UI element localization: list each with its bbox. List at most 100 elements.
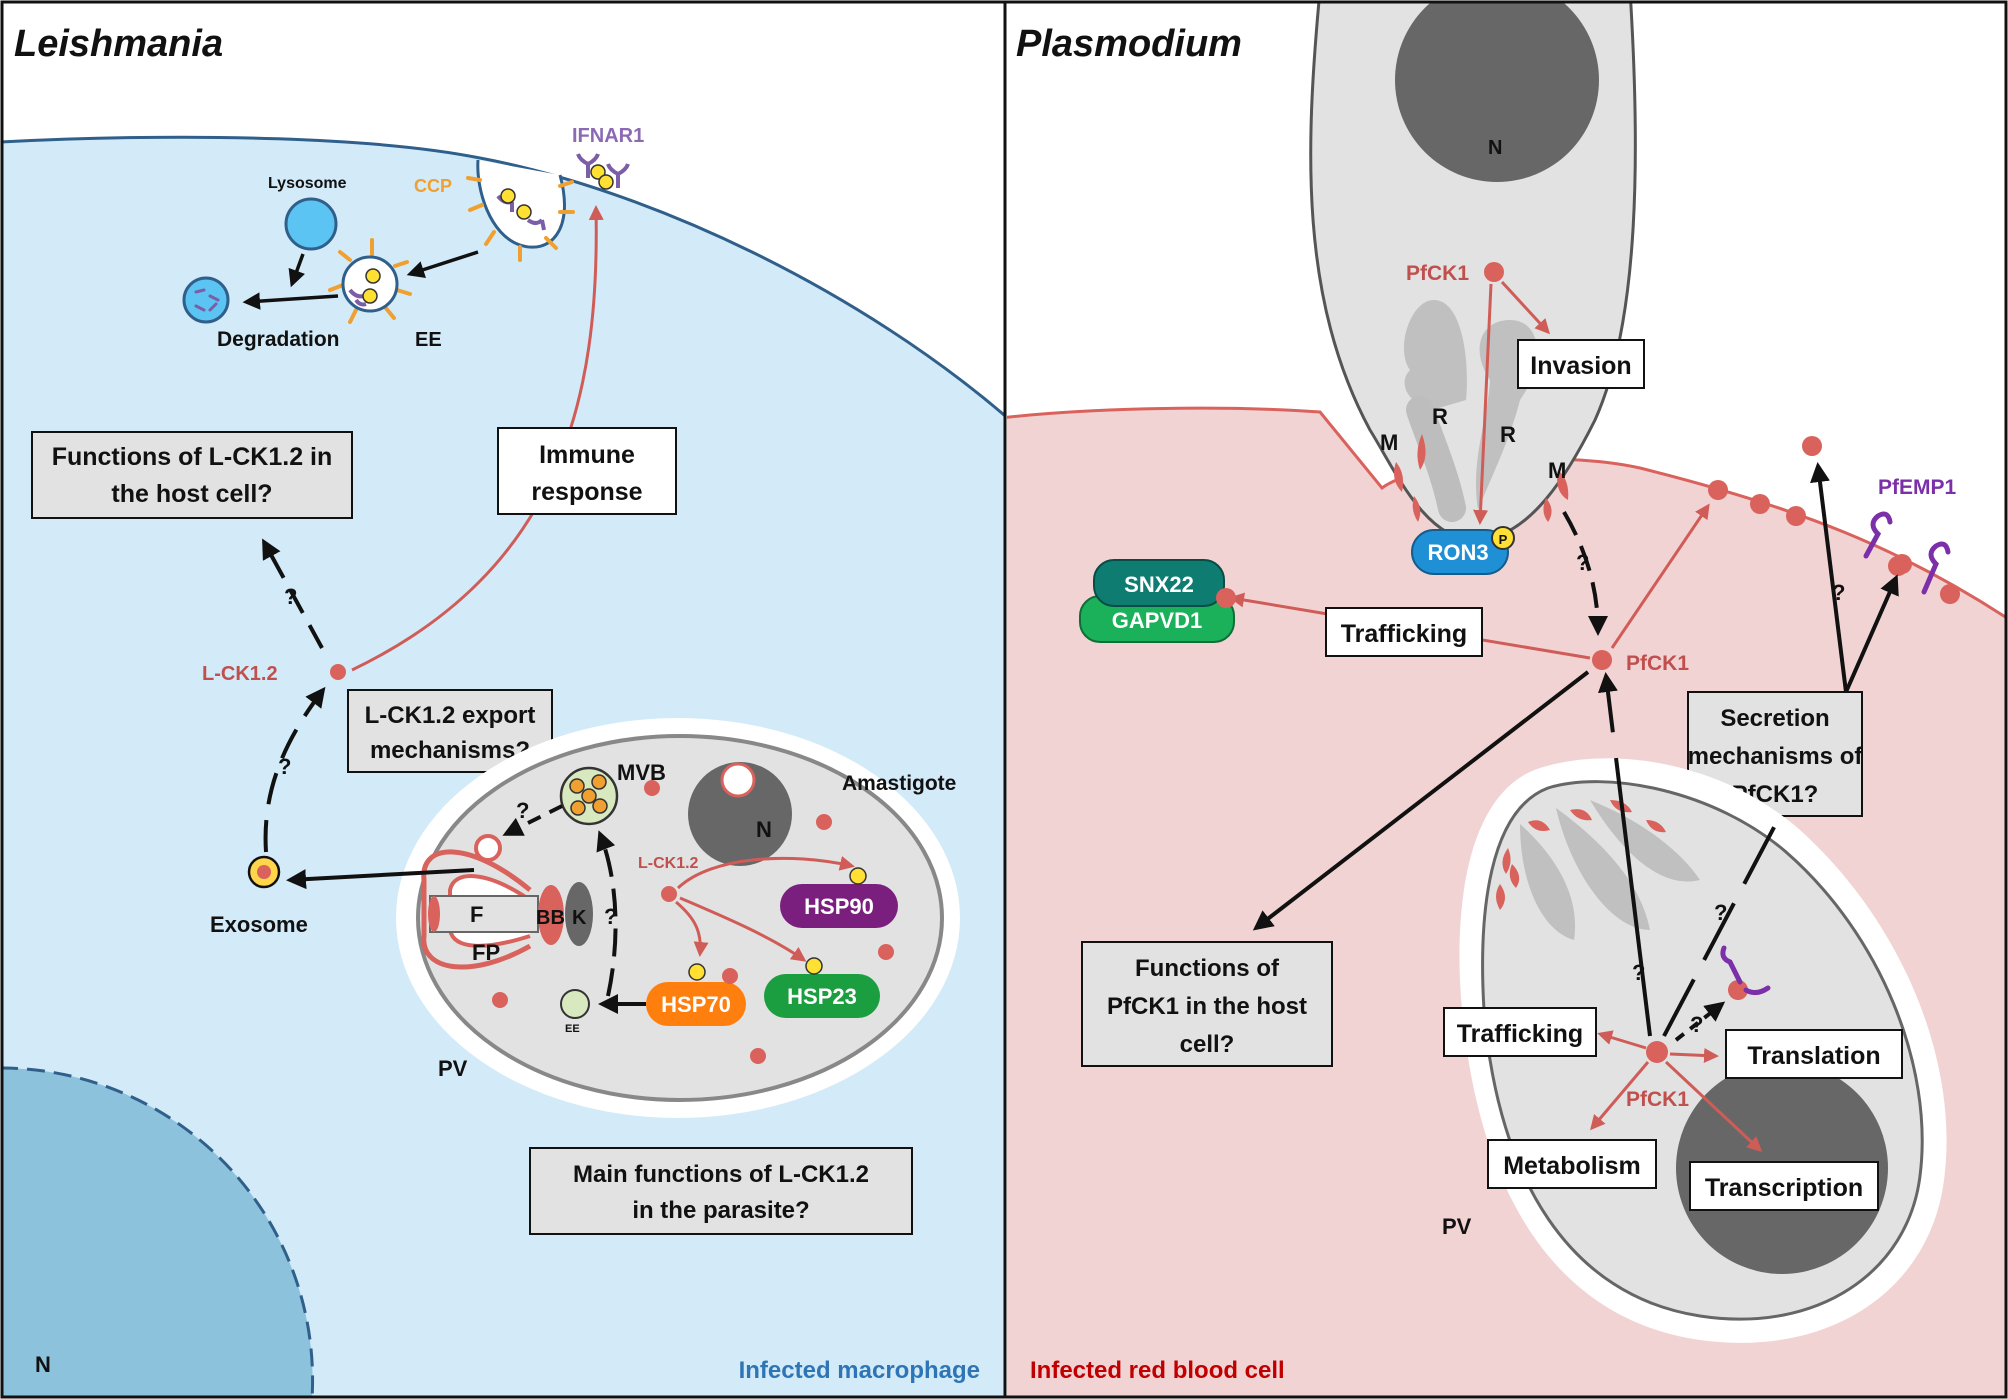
svg-text:response: response bbox=[531, 478, 642, 506]
pfemp1-dot bbox=[1888, 556, 1908, 576]
trophozoite-micronemes bbox=[1496, 800, 1666, 910]
question-mark-5: ? bbox=[1576, 550, 1589, 575]
rbc-caption: Infected red blood cell bbox=[1030, 1357, 1285, 1384]
arrow-exosome-to-lck bbox=[263, 686, 326, 853]
box-translation: Translation bbox=[1725, 1029, 1903, 1079]
pfck1-dot-merozoite bbox=[1484, 262, 1504, 282]
early-endosome bbox=[328, 238, 412, 324]
svg-text:L-CK1.2 export: L-CK1.2 export bbox=[365, 702, 536, 729]
ccp-pit bbox=[466, 159, 575, 262]
arrow-lysosome-to-degradation bbox=[288, 253, 306, 288]
arrow-parasite-to-secretion bbox=[1662, 815, 1782, 1037]
rhoptry-1 bbox=[1403, 300, 1467, 410]
svg-text:Translation: Translation bbox=[1747, 1042, 1880, 1070]
arrow-pfck1-to-functions bbox=[1252, 670, 1590, 931]
svg-text:Main functions of L-CK1.2: Main functions of L-CK1.2 bbox=[573, 1161, 869, 1188]
question-mark-1: ? bbox=[284, 584, 297, 609]
svg-text:RON3: RON3 bbox=[1427, 540, 1488, 565]
arrow-ee-to-degradation bbox=[242, 292, 339, 310]
box-metabolism: Metabolism bbox=[1487, 1139, 1657, 1189]
basal-body-label: BB bbox=[536, 907, 565, 929]
svg-text:Trafficking: Trafficking bbox=[1457, 1020, 1583, 1048]
arrow-ee-to-mvb bbox=[596, 830, 618, 997]
svg-text:mechanisms of: mechanisms of bbox=[1688, 743, 1864, 770]
svg-text:Metabolism: Metabolism bbox=[1503, 1152, 1641, 1180]
arrow-pfck1-to-metabolism bbox=[1590, 1061, 1650, 1131]
exosome-label: Exosome bbox=[210, 912, 308, 937]
ifnar1-receptors bbox=[576, 153, 630, 188]
arrow-secretion-to-pfemp1 bbox=[1844, 574, 1899, 693]
lck-dot-host bbox=[330, 664, 346, 680]
flagellum-label: F bbox=[470, 902, 483, 927]
merozoite-nucleus bbox=[1395, 3, 1599, 182]
flagellar-pocket bbox=[421, 834, 539, 970]
arrow-secretion-to-dot bbox=[1810, 462, 1848, 693]
pfck1-label-merozoite: PfCK1 bbox=[1406, 262, 1469, 285]
svg-text:mechanisms?: mechanisms? bbox=[370, 737, 530, 764]
amastigote-nucleus bbox=[688, 762, 792, 866]
svg-text:cell?: cell? bbox=[1180, 1031, 1235, 1058]
basal-body bbox=[538, 885, 564, 945]
arrow-lck-to-hsp23 bbox=[679, 896, 807, 962]
pfemp1-proteins bbox=[1863, 511, 1951, 595]
question-mark-7: ? bbox=[1632, 960, 1645, 985]
amastigote-nucleus-label: N bbox=[756, 817, 772, 842]
hsp23-protein: HSP23 bbox=[764, 957, 880, 1018]
macrophage-caption: Infected macrophage bbox=[739, 1357, 980, 1384]
snx22-gapvd1-complex: GAPVD1 SNX22 bbox=[1079, 559, 1236, 643]
question-mark-9: ? bbox=[1690, 1012, 1703, 1037]
arrow-pfck1-to-translation bbox=[1669, 1047, 1719, 1063]
microneme-label-2: M bbox=[1548, 458, 1566, 483]
flagellar-pocket-label: FP bbox=[472, 940, 500, 965]
svg-text:Trafficking: Trafficking bbox=[1341, 620, 1467, 648]
svg-text:the host cell?: the host cell? bbox=[111, 480, 272, 508]
question-mark-6: ? bbox=[1832, 580, 1845, 605]
question-mark-4: ? bbox=[604, 904, 617, 929]
rhoptry-1b bbox=[1406, 396, 1466, 522]
svg-text:SNX22: SNX22 bbox=[1124, 572, 1194, 597]
arrow-ccp-to-ee bbox=[406, 250, 479, 279]
hsp70-protein: HSP70 bbox=[646, 963, 746, 1026]
pfck1-label-parasite: PfCK1 bbox=[1626, 1088, 1689, 1111]
box-pfck1-host-functions: Functions of PfCK1 in the host cell? bbox=[1081, 941, 1333, 1067]
pfck1-dot-host bbox=[1592, 650, 1612, 670]
svg-text:GAPVD1: GAPVD1 bbox=[1112, 608, 1202, 633]
host-nucleus bbox=[3, 1066, 315, 1396]
mvb-label: MVB bbox=[617, 760, 666, 785]
plasmodium-panel: N R R M M RON3 P PfCK1 Inva bbox=[1007, 3, 2005, 1396]
trophozoite-rhoptries bbox=[1520, 800, 1700, 940]
box-lck-host-functions: Functions of L-CK1.2 in the host cell? bbox=[31, 431, 353, 519]
pfck1-dot-parasite bbox=[1646, 1041, 1668, 1063]
arrow-parasite-to-host-pfck1 bbox=[1598, 672, 1652, 1037]
merozoite-nucleus-label: N bbox=[1488, 137, 1502, 159]
svg-text:HSP90: HSP90 bbox=[804, 894, 874, 919]
microneme-label-1: M bbox=[1380, 430, 1398, 455]
arrow-parasite-to-pfemp1 bbox=[1674, 1001, 1726, 1042]
arrow-fp-to-exosome bbox=[286, 868, 475, 890]
lck-scattered-dots bbox=[492, 780, 894, 1064]
box-transcription: Transcription bbox=[1689, 1161, 1879, 1211]
svg-text:PfCK1 in the host: PfCK1 in the host bbox=[1107, 993, 1307, 1020]
arrow-merozoite-to-host-pfck1 bbox=[1562, 510, 1608, 636]
hsp90-protein: HSP90 bbox=[780, 867, 898, 928]
mvb bbox=[559, 766, 619, 826]
svg-text:in the parasite?: in the parasite? bbox=[632, 1197, 809, 1224]
ccp-label: CCP bbox=[414, 176, 452, 196]
rhoptry-label-2: R bbox=[1500, 422, 1516, 447]
box-invasion: Invasion bbox=[1517, 339, 1645, 389]
svg-text:HSP70: HSP70 bbox=[661, 992, 731, 1017]
nucleolus bbox=[720, 762, 756, 798]
pv-label-rbc: PV bbox=[1442, 1214, 1472, 1239]
arrow-pfck1-to-transcription bbox=[1664, 1060, 1763, 1153]
arrow-pfck1-to-membrane bbox=[1610, 503, 1710, 649]
box-parasite-functions: Main functions of L-CK1.2 in the parasit… bbox=[529, 1147, 913, 1235]
leishmania-title: Leishmania bbox=[14, 23, 223, 65]
ee-small-label: EE bbox=[565, 1023, 580, 1035]
svg-text:Immune: Immune bbox=[539, 441, 635, 469]
lysosome-label: Lysosome bbox=[268, 175, 347, 192]
ifnar1-label: IFNAR1 bbox=[572, 125, 644, 147]
ee-small bbox=[560, 989, 590, 1019]
pfck1-label-host: PfCK1 bbox=[1626, 652, 1689, 675]
question-mark-8: ? bbox=[1714, 900, 1727, 925]
